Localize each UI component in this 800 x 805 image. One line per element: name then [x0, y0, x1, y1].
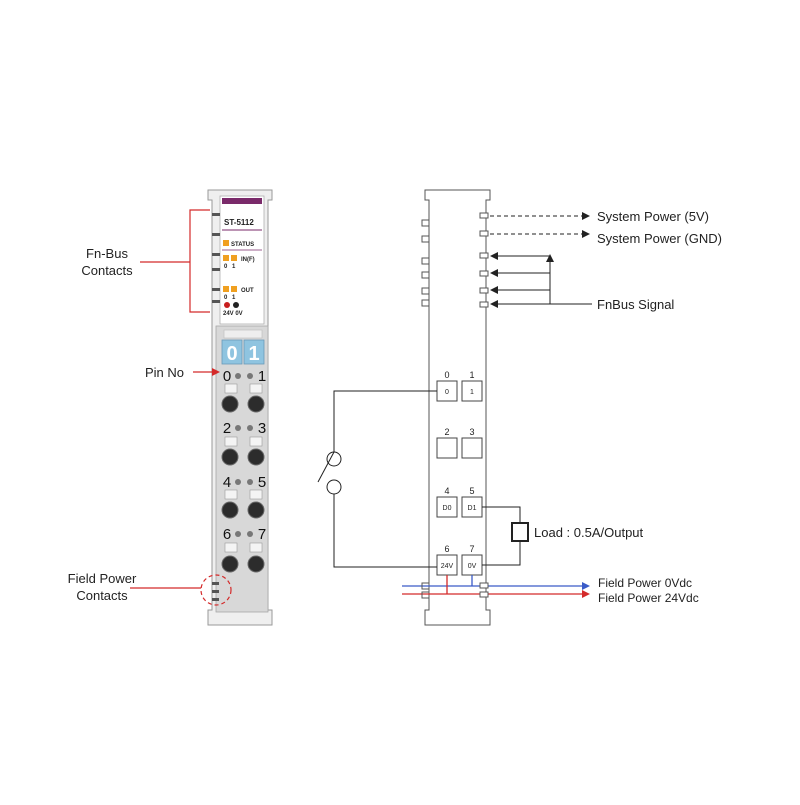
callout-fnbus: Fn-Bus Contacts: [81, 209, 210, 313]
power-label: 24V 0V: [223, 311, 243, 317]
system-power-gnd-arrow: [490, 230, 590, 238]
field-power-24v-label: Field Power 24Vdc: [598, 591, 699, 605]
schematic-field-contacts: [421, 582, 489, 599]
schematic-pin-7: 7: [469, 544, 474, 554]
output-led-0: [223, 286, 229, 292]
load-circuit: [482, 506, 529, 566]
schematic-pin-1: 1: [469, 370, 474, 380]
channel-window-0: [221, 339, 243, 365]
system-power-gnd-label: System Power (GND): [597, 231, 722, 246]
field-power-24v-line: [402, 575, 590, 598]
status-label: STATUS: [231, 242, 254, 248]
pin-no-label: Pin No: [145, 365, 184, 380]
channel-window-1: [243, 339, 265, 365]
field-power-contact-pins: [212, 582, 219, 601]
schematic-pin-6: 6: [444, 544, 449, 554]
fnbus-contacts-label-line1: Fn-Bus: [86, 246, 128, 261]
status-led: [223, 240, 229, 246]
load-symbol: [511, 522, 529, 542]
schematic: System Power (5V) System Power (GND) FnB…: [317, 189, 722, 626]
window-digit-0: 0: [226, 343, 237, 365]
field-power-0v-label: Field Power 0Vdc: [598, 576, 692, 590]
schematic-terminal-1: [461, 380, 483, 402]
schematic-pin-2: 2: [444, 427, 449, 437]
system-power-5v-arrow: [490, 212, 590, 220]
pin-number-7: 7: [258, 526, 266, 543]
fnbus-contact-pins: [212, 213, 220, 303]
schematic-left-contacts: [421, 219, 429, 307]
schematic-pin-3: 3: [469, 427, 474, 437]
schematic-terminal-label-1: 1: [470, 389, 474, 396]
pin-number-6: 6: [223, 526, 231, 543]
field-power-contacts-label-line1: Field Power: [68, 571, 137, 586]
input-label: IN(F): [241, 257, 255, 263]
fnbus-contacts-label-line2: Contacts: [81, 263, 133, 278]
schematic-terminal-label-4: D0: [443, 505, 452, 512]
module-header-stripe: [222, 198, 262, 204]
schematic-terminal-label-0: 0: [445, 389, 449, 396]
input-channel-0: 0: [224, 264, 228, 270]
input-led-0: [223, 255, 229, 261]
schematic-terminal-label-5: D1: [468, 505, 477, 512]
pin-number-2: 2: [223, 420, 231, 437]
schematic-pin-5: 5: [469, 486, 474, 496]
schematic-terminal-2: [436, 437, 458, 459]
field-power-0v-line: [402, 575, 590, 590]
load-label: Load : 0.5A/Output: [534, 525, 644, 540]
system-power-5v-label: System Power (5V): [597, 209, 709, 224]
input-led-1: [231, 255, 237, 261]
output-label: OUT: [241, 288, 254, 294]
callout-field-power: Field Power Contacts: [68, 571, 232, 606]
output-channel-1: 1: [232, 295, 236, 301]
schematic-terminal-label-6: 24V: [441, 563, 454, 570]
terminal-points: [221, 373, 265, 573]
input-switch-circuit: [317, 390, 437, 568]
callout-pin-no: Pin No: [145, 365, 220, 380]
pin-number-0: 0: [223, 368, 231, 385]
fnbus-signal-label: FnBus Signal: [597, 297, 674, 312]
module-model: ST-5112: [224, 218, 254, 227]
output-channel-0: 0: [224, 295, 228, 301]
fnbus-signal-arrows: [490, 252, 592, 308]
input-channel-1: 1: [232, 264, 236, 270]
pin-number-1: 1: [258, 368, 266, 385]
schematic-pin-0: 0: [444, 370, 449, 380]
pin-number-4: 4: [223, 474, 231, 491]
pin-number-5: 5: [258, 474, 266, 491]
window-digit-1: 1: [248, 343, 259, 365]
pin-number-3: 3: [258, 420, 266, 437]
schematic-pin-4: 4: [444, 486, 449, 496]
schematic-terminal-label-7: 0V: [468, 563, 477, 570]
output-led-1: [231, 286, 237, 292]
field-power-contacts-label-line2: Contacts: [76, 588, 128, 603]
schematic-terminal-4: [436, 496, 458, 518]
module-drawing: ST-5112 STATUS IN(F) 0 1 OUT 0 1 24V 0V: [207, 189, 273, 626]
power-led-24v: [224, 302, 230, 308]
schematic-terminal-3: [461, 437, 483, 459]
schematic-right-contacts: [479, 212, 489, 308]
power-led-0v: [233, 302, 239, 308]
